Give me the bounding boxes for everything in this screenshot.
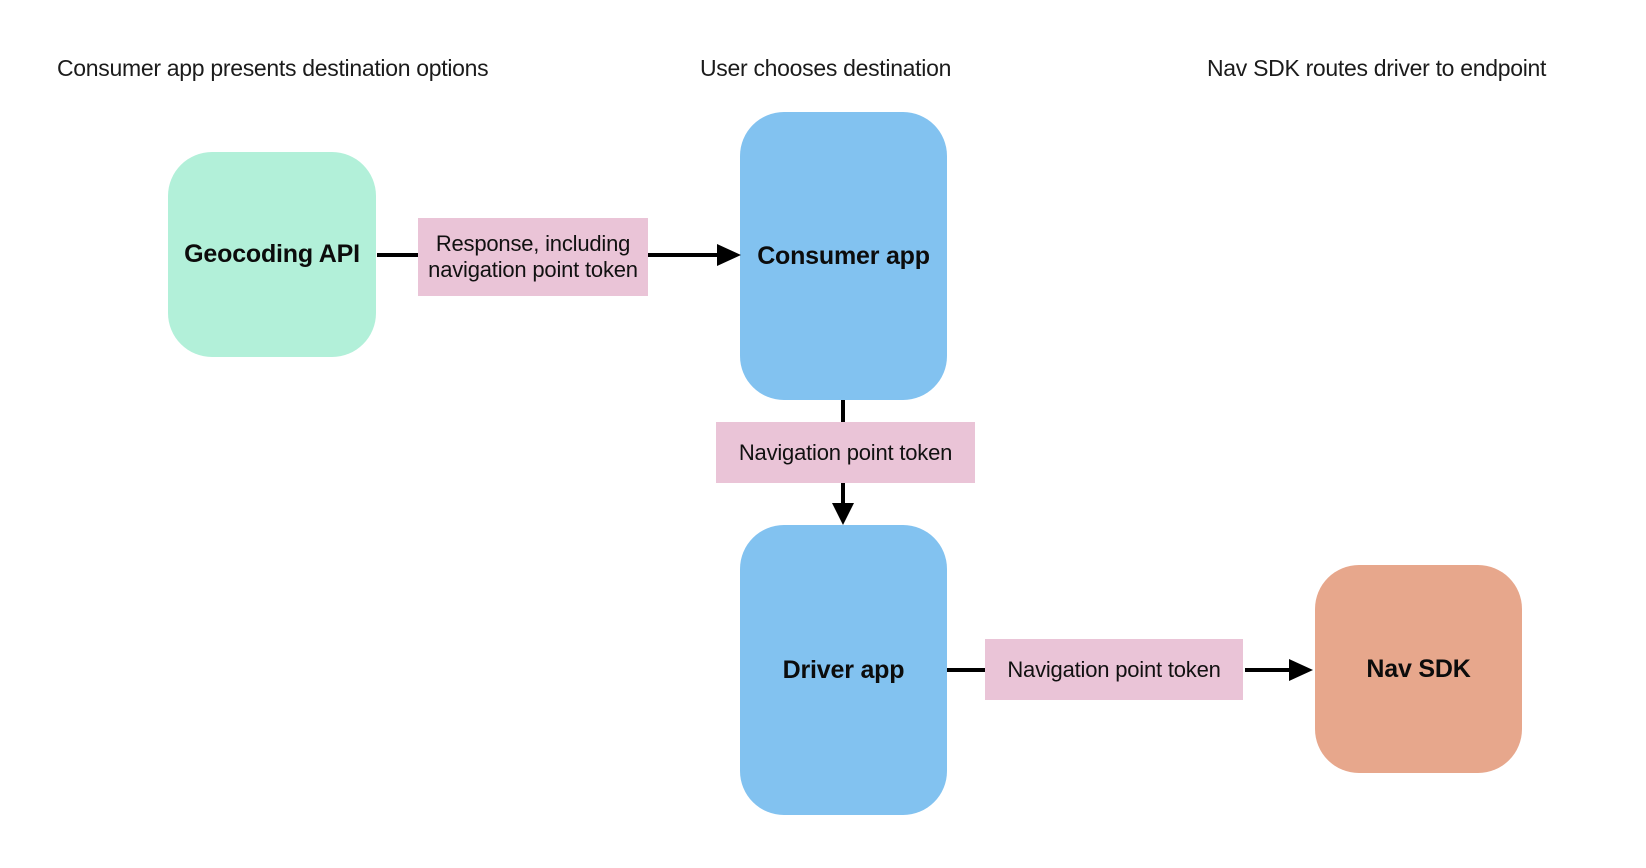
node-driver-app-label: Driver app — [782, 655, 905, 684]
edge-label-navigation-point-token-1: Navigation point token — [716, 422, 975, 483]
node-nav-sdk: Nav SDK — [1315, 565, 1522, 773]
edge-driver-to-navsdk-line-start — [947, 668, 985, 672]
stage-caption-nav-sdk-routes: Nav SDK routes driver to endpoint — [1207, 55, 1547, 81]
node-consumer-app: Consumer app — [740, 112, 947, 400]
node-nav-sdk-label: Nav SDK — [1366, 654, 1471, 683]
stage-caption-user-chooses: User chooses destination — [700, 55, 952, 81]
edge-consumer-to-driver-line-end — [841, 483, 845, 504]
node-geocoding-api: Geocoding API — [168, 152, 376, 357]
edge-geocoding-to-consumer-line-start — [377, 253, 418, 257]
arrowhead-down-icon — [832, 503, 854, 525]
edge-driver-to-navsdk-line-end — [1245, 668, 1290, 672]
stage-caption-consumer-presents: Consumer app presents destination option… — [57, 55, 489, 81]
node-geocoding-api-label: Geocoding API — [184, 240, 360, 268]
edge-label-response-including-token: Response, including navigation point tok… — [418, 218, 648, 296]
edge-geocoding-to-consumer-line-end — [648, 253, 718, 257]
node-consumer-app-label: Consumer app — [757, 241, 930, 270]
edge-label-navigation-point-token-2: Navigation point token — [985, 639, 1243, 700]
node-driver-app: Driver app — [740, 525, 947, 815]
arrowhead-right-icon — [1289, 659, 1313, 681]
edge-consumer-to-driver-line-start — [841, 400, 845, 423]
arrowhead-right-icon — [717, 244, 741, 266]
